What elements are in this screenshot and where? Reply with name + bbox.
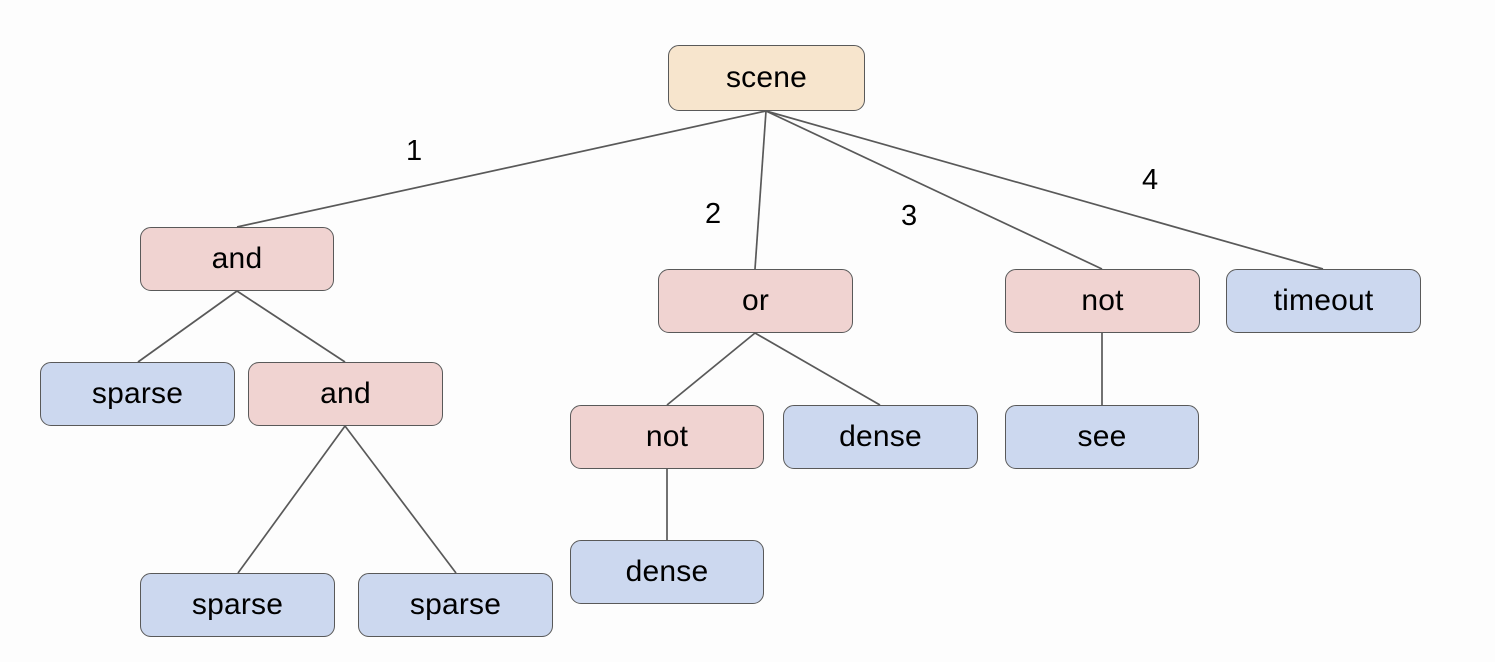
tree-node-sparse1[interactable]: sparse	[40, 362, 235, 426]
tree-edge	[344, 425, 457, 574]
edge-label: 1	[406, 135, 423, 167]
tree-node-and2[interactable]: and	[248, 362, 443, 426]
tree-edge	[237, 425, 346, 574]
edge-label: 4	[1142, 164, 1159, 196]
tree-edge	[236, 290, 346, 363]
tree-node-and1[interactable]: and	[140, 227, 334, 291]
tree-node-not1[interactable]: not	[1005, 269, 1200, 333]
edge-label: 3	[901, 200, 918, 232]
tree-node-dense1[interactable]: dense	[783, 405, 978, 469]
tree-node-not2[interactable]: not	[570, 405, 764, 469]
tree-node-see1[interactable]: see	[1005, 405, 1199, 469]
tree-node-sparse2[interactable]: sparse	[140, 573, 335, 637]
edge-label: 2	[705, 198, 722, 230]
tree-edge	[765, 110, 1324, 270]
tree-edge	[754, 110, 767, 270]
tree-edge	[666, 332, 756, 406]
tree-node-timeout1[interactable]: timeout	[1226, 269, 1421, 333]
tree-node-or1[interactable]: or	[658, 269, 853, 333]
tree-edge	[236, 110, 767, 228]
tree-edge	[754, 332, 881, 406]
tree-edge	[137, 290, 238, 363]
tree-node-sparse3[interactable]: sparse	[358, 573, 553, 637]
tree-edge	[765, 110, 1103, 270]
tree-node-dense2[interactable]: dense	[570, 540, 764, 604]
tree-node-scene[interactable]: scene	[668, 45, 865, 111]
